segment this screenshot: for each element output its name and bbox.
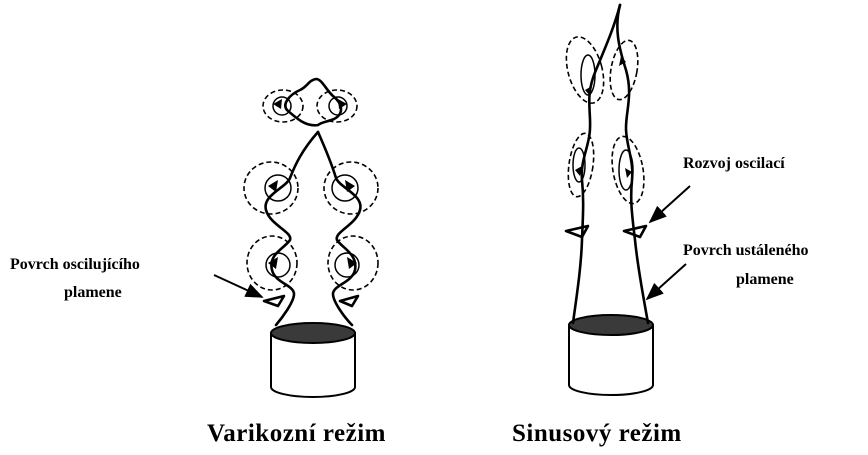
vortex-circle [560,33,610,107]
varicose-caption: Varikozní režim [207,420,386,447]
varicose-surface-label: Povrch oscilujícího plamene [10,256,144,301]
varicose-burner [271,323,355,397]
varicose-surface-arrow [214,275,262,297]
sinuous-surface-arrow [647,264,686,299]
sinuous-flame-group: Rozvoj oscilací Povrch ustáleného plamen… [512,5,812,447]
varicose-flame-left-edge [266,132,318,325]
varicose-flame-group: Povrch oscilujícího plamene Varikozní re… [10,79,386,447]
sinuous-burner [569,315,653,395]
vortex-circle [606,38,642,102]
sinuous-oscillation-label: Rozvoj oscilací [683,155,785,172]
sinuous-vortices [560,33,649,206]
sinuous-surface-label: Povrch ustáleného plamene [683,242,812,288]
sinuous-oscillation-arrow [650,186,690,222]
varicose-vortices [244,90,378,290]
sinuous-caption: Sinusový režim [512,420,682,447]
vortex-circle [565,132,598,199]
varicose-flame-tip [285,79,341,125]
